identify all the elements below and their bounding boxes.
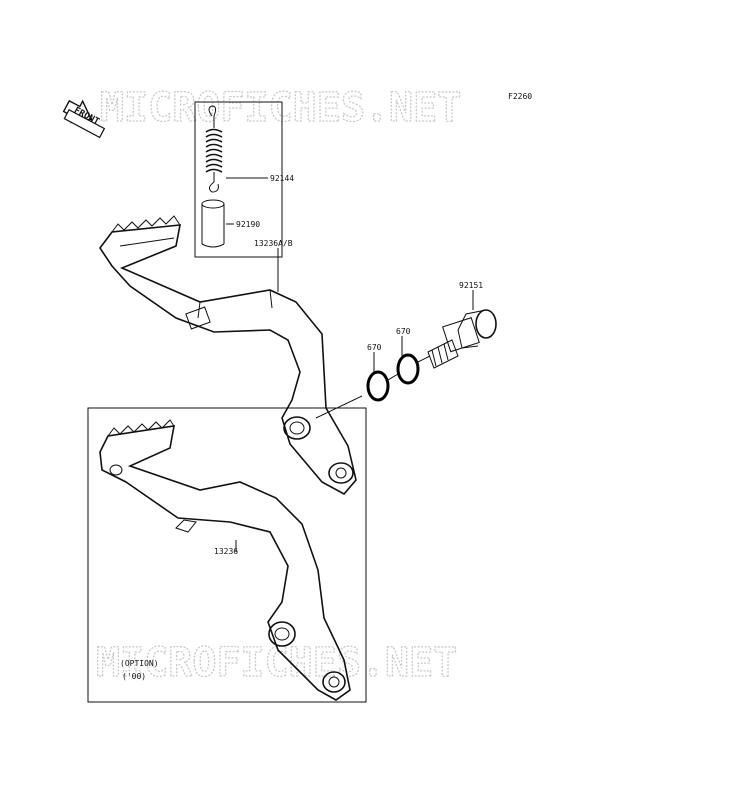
part-label-670-a: 670: [367, 343, 382, 352]
part-label-92151: 92151: [459, 281, 483, 290]
o-ring-icon: [366, 370, 390, 402]
figure-code: F2260: [508, 92, 532, 101]
brake-pedal-main: [99, 215, 357, 496]
part-label-13236ab: 13236A/B: [254, 239, 293, 248]
o-ring-icon-2: [396, 353, 420, 385]
pivot-bolt-icon: [427, 309, 497, 369]
option-box: [87, 407, 367, 703]
assembly-centerline: [315, 355, 431, 419]
part-label-92190: 92190: [236, 220, 260, 229]
brake-pedal-option: [99, 419, 351, 701]
part-label-92144: 92144: [270, 174, 294, 183]
part-label-670-b: 670: [396, 327, 411, 336]
collar-icon: [201, 199, 225, 248]
front-arrow-icon: [62, 99, 106, 139]
spring-collar-box: [194, 101, 283, 258]
spring-icon: [205, 105, 223, 193]
watermark-top: MICROFICHES.NET: [100, 85, 461, 131]
option-note-line1: (OPTION): [120, 659, 159, 668]
part-label-13236: 13236: [214, 547, 238, 556]
option-note-line2: ('00): [122, 672, 146, 681]
